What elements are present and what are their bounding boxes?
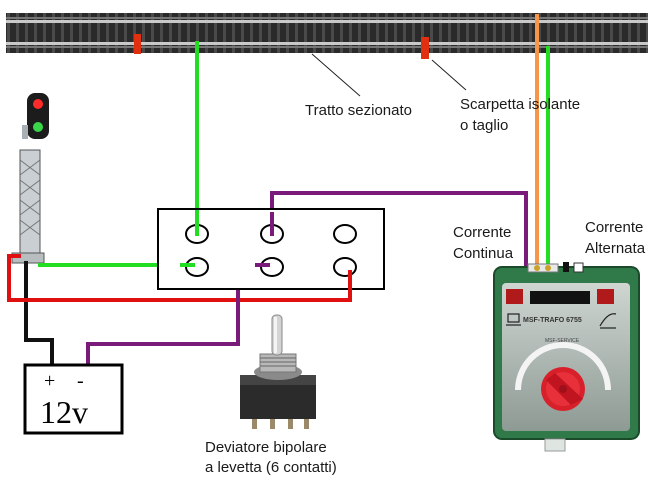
signal-red-light-icon: [33, 99, 43, 109]
railway-track: [6, 13, 648, 53]
terminal-6: [333, 257, 357, 277]
toggle-switch-icon: [240, 314, 316, 429]
battery-minus: -: [77, 370, 84, 392]
transformer-brand: MSF-SERVICE: [545, 338, 580, 344]
transformer-model: MSF-TRAFO 6755: [523, 317, 582, 324]
transformer: MSF-TRAFO 6755 MSF-SERVICE: [493, 262, 640, 452]
label-alternata-line1: Corrente: [585, 219, 643, 236]
label-deviatore-line1: Deviatore bipolare: [205, 439, 327, 456]
label-scarpetta-line2: o taglio: [460, 117, 508, 134]
battery-voltage: 12v: [40, 394, 88, 430]
curve-icon: [599, 313, 617, 329]
terminal-3: [333, 224, 357, 244]
black-wire: [24, 261, 54, 374]
pointer-tratto: [311, 53, 361, 97]
label-alternata-line2: Alternata: [585, 240, 646, 257]
label-continua-line2: Continua: [453, 245, 514, 262]
dial-scale: [515, 342, 611, 391]
pointer-scarpetta: [431, 59, 467, 91]
label-tratto-sezionato: Tratto sezionato: [305, 102, 412, 119]
insulator-left: [134, 34, 141, 54]
battery-plus: +: [44, 370, 55, 392]
label-deviatore-line2: a levetta (6 contatti): [205, 459, 337, 476]
signal-green-light-icon: [33, 122, 43, 132]
insulator-right: [421, 37, 429, 59]
label-continua-line1: Corrente: [453, 224, 511, 241]
train-icon: [506, 313, 521, 326]
battery-12v: + - 12v: [23, 363, 124, 435]
speed-dial: [541, 367, 585, 411]
label-scarpetta-line1: Scarpetta isolante: [460, 96, 580, 113]
signal-mast: [11, 93, 49, 264]
